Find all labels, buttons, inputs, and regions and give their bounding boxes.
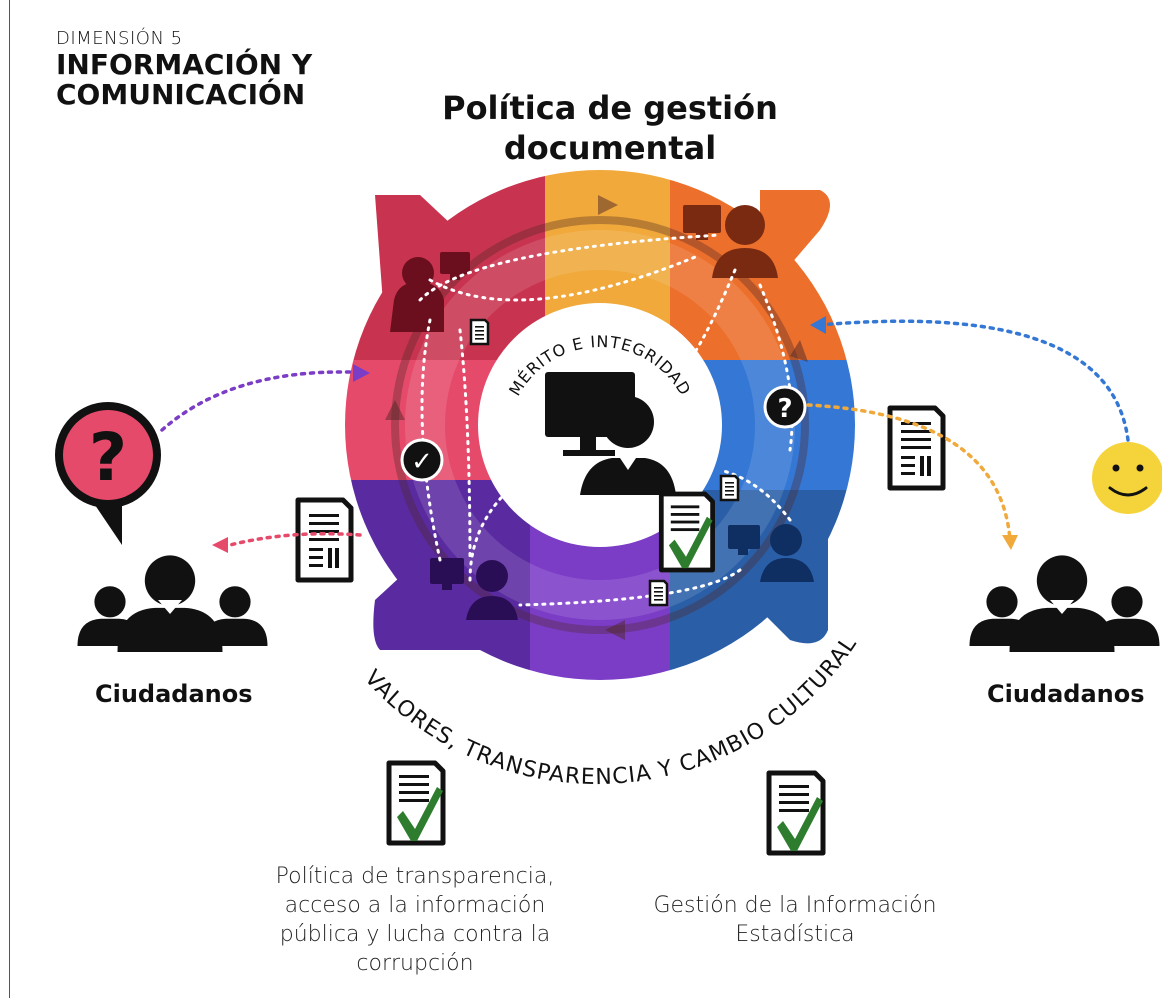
arrow-path-orange	[806, 403, 1012, 542]
svg-text:✓: ✓	[411, 447, 433, 477]
approved-document-icon-center	[661, 494, 712, 570]
arrow-head-left	[385, 400, 405, 420]
policy-caption-left-line3: pública y lucha contra la	[279, 922, 551, 947]
policy-document-icon-left	[389, 763, 443, 843]
cycle-arrow-track	[391, 216, 809, 634]
policy-document-icon-right	[769, 773, 823, 853]
diagram-title-line1: Política de gestión	[442, 89, 778, 127]
arrow-path-pink	[228, 532, 362, 547]
policy-caption-right-line1: Gestión de la Información	[653, 893, 937, 918]
policy-caption-left-line4: corrupción	[356, 951, 474, 976]
arrowhead-pink	[212, 537, 228, 553]
citizens-group-icon-left	[77, 555, 268, 652]
arrow-path-blue	[818, 319, 1130, 442]
man-computer-icon-top-right	[683, 205, 778, 278]
side-rule	[9, 0, 10, 998]
question-badge-icon: ?	[763, 385, 807, 429]
mini-document-icon-1	[469, 318, 490, 346]
policy-caption-right-line2: Estadística	[735, 922, 855, 947]
center-computer-user-icon	[545, 372, 676, 495]
question-bubble-icon: ?	[55, 402, 161, 545]
dimension-title: INFORMACIÓN Y COMUNICACIÓN	[56, 50, 312, 110]
corner-bottom-left	[373, 540, 480, 650]
man-computer-icon-bottom-right	[728, 524, 814, 582]
policy-caption-left: Política de transparencia, acceso a la i…	[230, 862, 600, 978]
arrow-path-purple	[160, 370, 352, 432]
arrowhead-blue	[810, 316, 826, 334]
arrow-head-top	[598, 195, 618, 215]
diagram-title-line2: documental	[503, 129, 717, 167]
dimension-title-line2: COMUNICACIÓN	[56, 78, 306, 111]
woman-computer-icon-bottom-left	[430, 558, 518, 620]
policy-caption-right: Gestión de la Información Estadística	[620, 891, 970, 949]
arrow-head-right	[790, 340, 808, 362]
document-icon-left	[298, 500, 351, 580]
check-badge-icon: ✓	[400, 438, 444, 482]
dimension-title-line1: INFORMACIÓN Y	[56, 48, 313, 81]
svg-text:?: ?	[777, 394, 792, 424]
dimension-label: DIMENSIÓN 5	[56, 28, 183, 49]
smiley-face-icon	[1092, 442, 1162, 514]
citizens-group-icon-right	[969, 555, 1160, 652]
mini-document-icon-2	[719, 474, 740, 502]
policy-caption-left-line2: acceso a la información	[284, 893, 546, 918]
svg-text:?: ?	[89, 419, 127, 496]
diagram-title: Política de gestión documental	[440, 88, 780, 168]
arrowhead-orange	[1002, 535, 1018, 550]
citizens-label-left: Ciudadanos	[95, 680, 253, 708]
citizens-label-right: Ciudadanos	[987, 680, 1145, 708]
corner-top-right	[760, 190, 830, 300]
policy-caption-left-line1: Política de transparencia,	[275, 864, 555, 889]
mini-document-icon-3	[648, 579, 669, 607]
arrow-head-bottom	[605, 620, 625, 640]
arrowhead-purple	[353, 364, 370, 382]
